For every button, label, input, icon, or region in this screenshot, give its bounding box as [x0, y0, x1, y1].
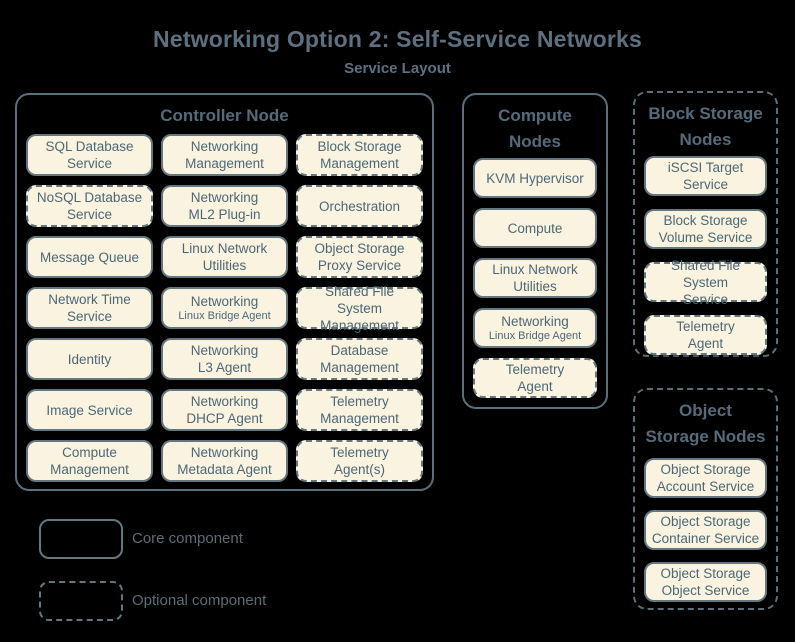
box-sql-database-service: SQL Database Service: [26, 134, 153, 176]
page-subtitle: Service Layout: [344, 60, 451, 77]
controller-node-container: Controller Node SQL Database Service Net…: [15, 93, 434, 491]
box-network-time-service: Network Time Service: [26, 287, 153, 329]
box-object-storage-proxy-service: Object Storage Proxy Service: [296, 236, 423, 278]
block-storage-nodes-title: Block Storage Nodes: [648, 104, 763, 149]
box-object-storage-object-service: Object Storage Object Service: [644, 562, 767, 602]
box-object-storage-account-service: Object Storage Account Service: [644, 458, 767, 498]
box-telemetry-agent: Telemetry Agent: [644, 315, 767, 355]
box-shared-file-system-management: Shared File System Management: [296, 284, 423, 333]
box-shared-file-system-service: Shared File System Service: [644, 258, 767, 307]
box-block-storage-volume-service: Block Storage Volume Service: [644, 209, 767, 249]
box-linux-network-utilities: Linux Network Utilities: [161, 236, 288, 278]
box-networking-management: Networking Management: [161, 134, 288, 176]
controller-node-title: Controller Node: [160, 106, 289, 125]
box-networking-dhcp-agent: Networking DHCP Agent: [161, 389, 288, 431]
compute-nodes-container: Compute Nodes KVM Hypervisor Compute Lin…: [462, 93, 608, 409]
legend-optional-label: Optional component: [132, 592, 267, 609]
block-storage-services-column: iSCSI Target Service Block Storage Volum…: [644, 156, 767, 355]
box-linux-network-utilities: Linux Network Utilities: [473, 258, 597, 298]
legend-core-label: Core component: [132, 530, 243, 547]
block-storage-nodes-container: Block Storage Nodes iSCSI Target Service…: [633, 91, 778, 357]
box-object-storage-container-service: Object Storage Container Service: [644, 510, 767, 550]
box-networking-metadata-agent: Networking Metadata Agent: [161, 440, 288, 482]
box-compute: Compute: [473, 208, 597, 248]
box-block-storage-management: Block Storage Management: [296, 134, 423, 176]
box-image-service: Image Service: [26, 389, 153, 431]
compute-nodes-title: Compute Nodes: [498, 106, 572, 151]
box-telemetry-agent: Telemetry Agent: [473, 358, 597, 398]
box-database-management: Database Management: [296, 338, 423, 380]
box-telemetry-management: Telemetry Management: [296, 389, 423, 431]
box-iscsi-target-service: iSCSI Target Service: [644, 156, 767, 196]
box-networking-l3-agent: Networking L3 Agent: [161, 338, 288, 380]
box-telemetry-agents: Telemetry Agent(s): [296, 440, 423, 482]
box-identity: Identity: [26, 338, 153, 380]
page-title: Networking Option 2: Self-Service Networ…: [153, 26, 642, 52]
box-compute-management: Compute Management: [26, 440, 153, 482]
box-networking-ml2-plugin: Networking ML2 Plug-in: [161, 185, 288, 227]
compute-services-column: KVM Hypervisor Compute Linux Network Uti…: [473, 158, 597, 398]
box-orchestration: Orchestration: [296, 185, 423, 227]
object-storage-services-column: Object Storage Account Service Object St…: [644, 458, 767, 602]
object-storage-nodes-container: Object Storage Nodes Object Storage Acco…: [633, 388, 778, 610]
box-message-queue: Message Queue: [26, 236, 153, 278]
object-storage-nodes-title: Object Storage Nodes: [645, 401, 766, 446]
legend-optional-swatch: [39, 581, 123, 621]
box-nosql-database-service: NoSQL Database Service: [26, 185, 153, 227]
box-kvm-hypervisor: KVM Hypervisor: [473, 158, 597, 198]
legend-core-swatch: [39, 519, 123, 559]
controller-services-grid: SQL Database Service Networking Manageme…: [26, 134, 423, 482]
